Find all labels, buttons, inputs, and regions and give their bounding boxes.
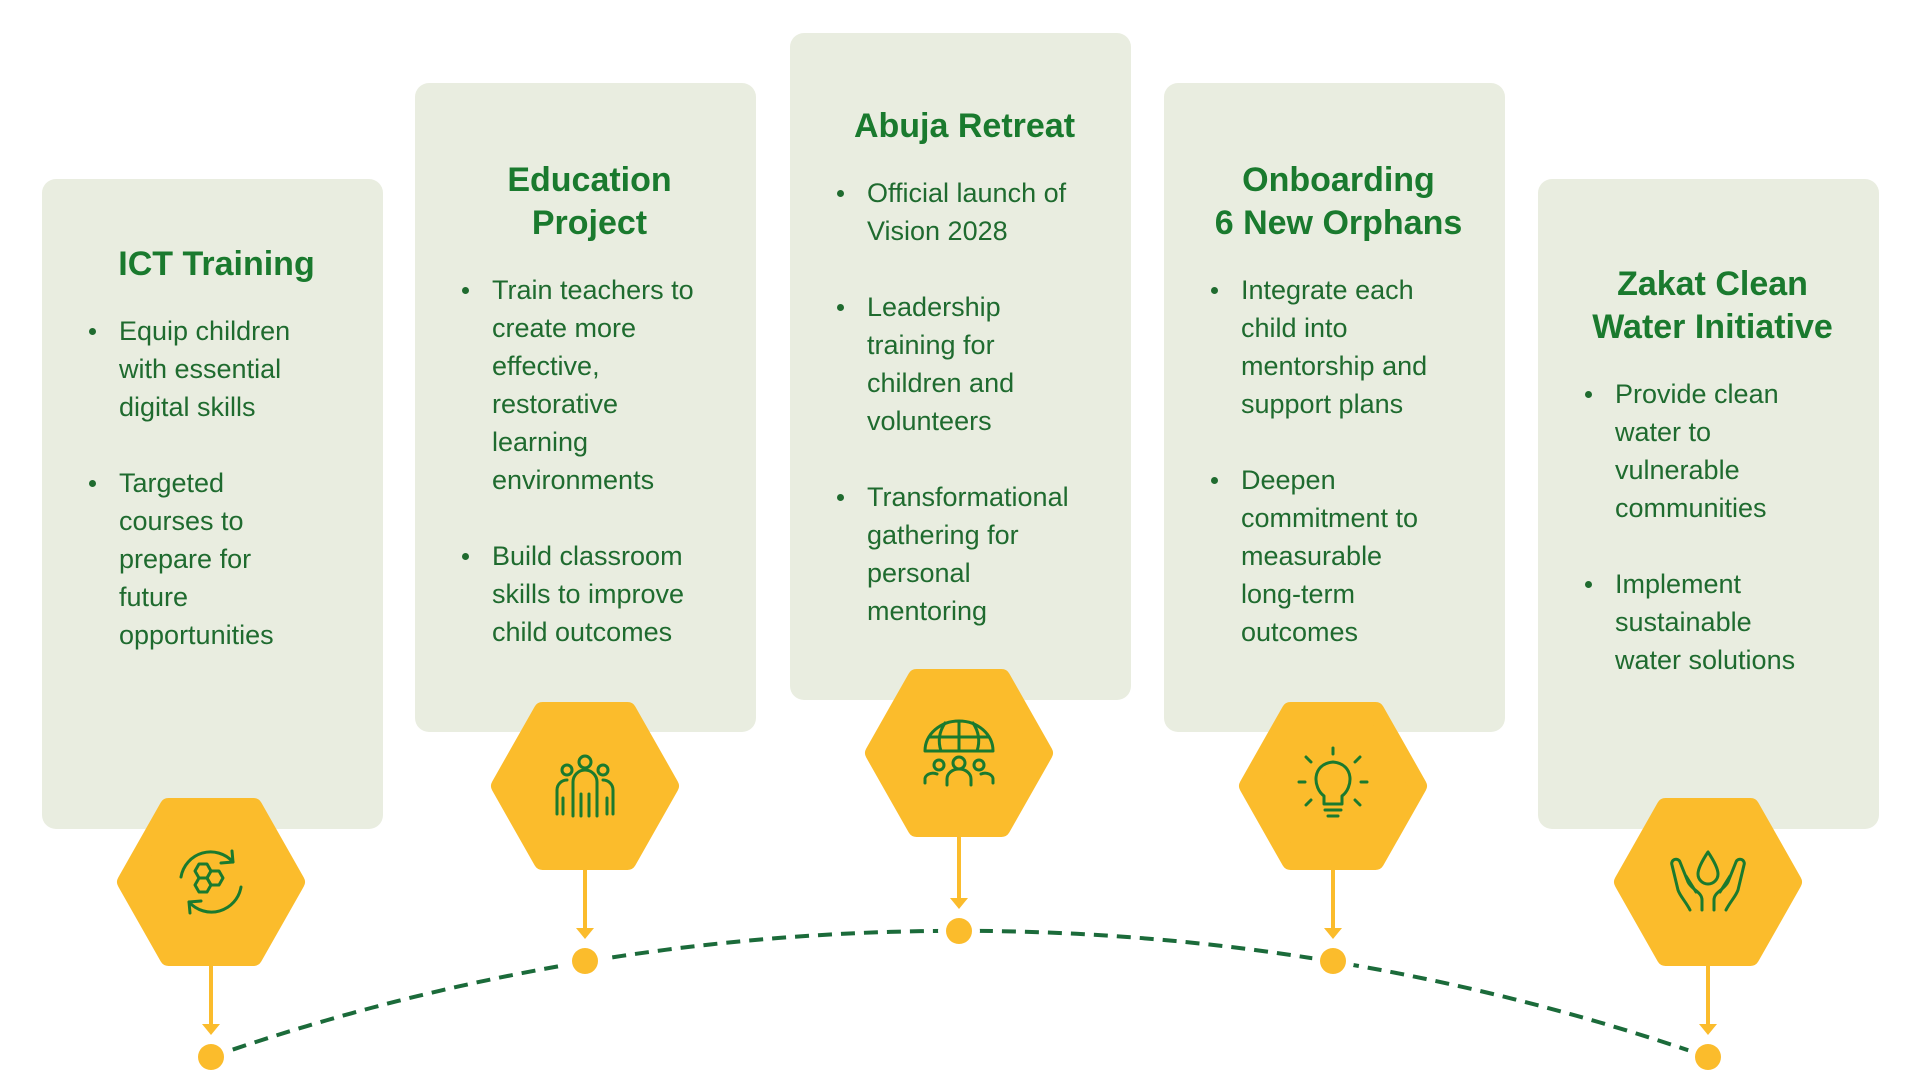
- milestone-card-ict-training: ICT Training Equip children with essenti…: [42, 179, 383, 829]
- refresh-hexagons-icon: [179, 849, 243, 915]
- bullet-list: Train teachers to create more effective,…: [437, 271, 742, 651]
- bullet-list: Equip children with essential digital sk…: [64, 312, 369, 654]
- milestone-node: [1239, 702, 1427, 982]
- bullet-item: Train teachers to create more effective,…: [462, 271, 742, 499]
- bullet-item: Equip children with essential digital sk…: [89, 312, 369, 426]
- arrow-head-icon: [1324, 928, 1342, 939]
- milestone-card-onboarding-orphans: Onboarding 6 New Orphans Integrate each …: [1164, 83, 1505, 732]
- milestone-node: [865, 669, 1053, 952]
- arrow-head-icon: [950, 898, 968, 909]
- milestone-node: [491, 702, 679, 982]
- bullet-list: Official launch of Vision 2028 Leadershi…: [812, 174, 1117, 630]
- card-title: Zakat Clean Water Initiative: [1592, 265, 1833, 346]
- team-people-icon: [555, 754, 615, 818]
- bullet-item: Transformational gathering for personal …: [837, 478, 1117, 630]
- milestone-card-education-project: Education Project Train teachers to crea…: [415, 83, 756, 732]
- bullet-item: Leadership training for children and vol…: [837, 288, 1117, 440]
- bullet-item: Targeted courses to prepare for future o…: [89, 464, 369, 654]
- milestone-card-abuja-retreat: Abuja Retreat Official launch of Vision …: [790, 33, 1131, 700]
- milestone-node: [1614, 798, 1802, 1078]
- bullet-item: Build classroom skills to improve child …: [462, 537, 742, 651]
- milestone-card-zakat-water: Zakat Clean Water Initiative Provide cle…: [1538, 179, 1879, 829]
- card-title: ICT Training: [118, 245, 315, 283]
- milestone-node: [117, 798, 305, 1078]
- bullet-item: Official launch of Vision 2028: [837, 174, 1117, 250]
- bullet-list: Integrate each child into mentorship and…: [1186, 271, 1491, 651]
- hexagon-badge: [1614, 798, 1802, 966]
- bullet-item: Provide clean water to vulnerable commun…: [1585, 375, 1865, 527]
- timeline-dot: [572, 948, 598, 974]
- bullet-list: Provide clean water to vulnerable commun…: [1560, 375, 1865, 679]
- globe-community-icon: [923, 719, 995, 787]
- timeline-dot: [946, 918, 972, 944]
- lightbulb-icon: [1297, 746, 1369, 818]
- card-title: Onboarding 6 New Orphans: [1214, 161, 1463, 242]
- timeline-dot: [1695, 1044, 1721, 1070]
- arrow-head-icon: [576, 928, 594, 939]
- bullet-item: Deepen commitment to measurable long-ter…: [1211, 461, 1491, 651]
- hexagon-badge: [1239, 702, 1427, 870]
- card-title: Abuja Retreat: [853, 107, 1076, 145]
- timeline-dot: [1320, 948, 1346, 974]
- arrow-head-icon: [1699, 1024, 1717, 1035]
- bullet-item: Integrate each child into mentorship and…: [1211, 271, 1491, 423]
- card-title: Education Project: [507, 161, 672, 242]
- hands-water-drop-icon: [1670, 850, 1746, 912]
- arrow-head-icon: [202, 1024, 220, 1035]
- bullet-item: Implement sustainable water solutions: [1585, 565, 1865, 679]
- timeline-dot: [198, 1044, 224, 1070]
- hexagon-badge: [491, 702, 679, 870]
- hexagon-badge: [865, 669, 1053, 837]
